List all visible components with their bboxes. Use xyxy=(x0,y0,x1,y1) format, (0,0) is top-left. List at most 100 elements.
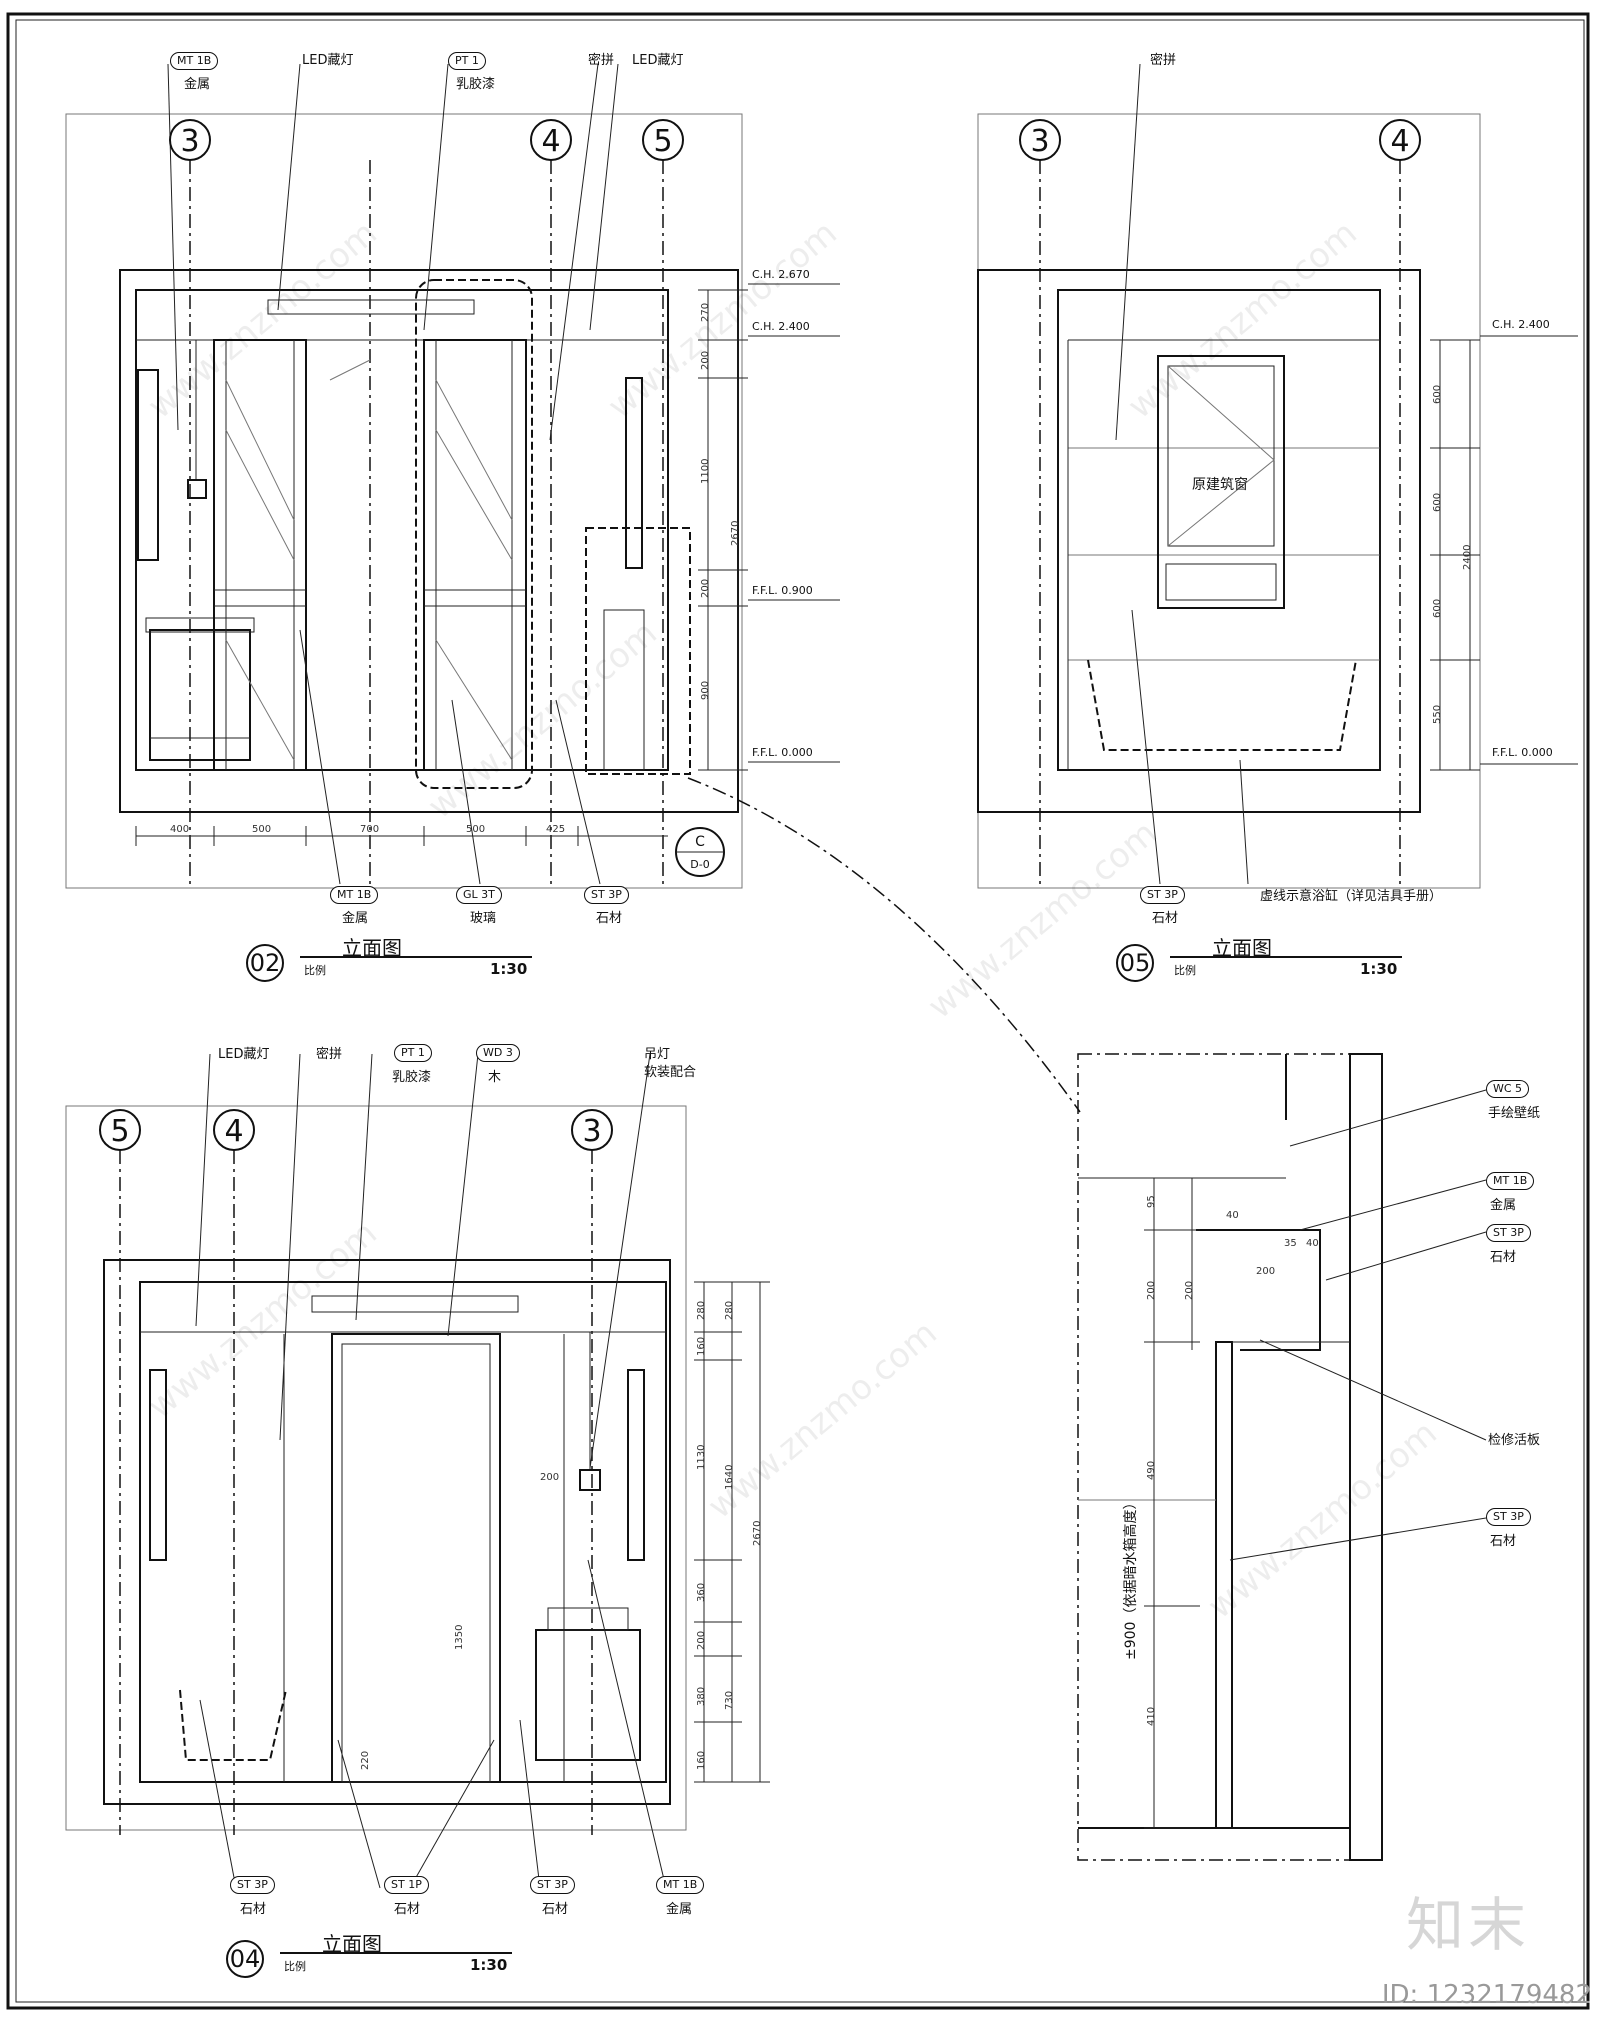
v05-bathtub-note: 虚线示意浴缸（详见洁具手册） xyxy=(1260,889,1443,904)
v04-dim-a-6: 160 xyxy=(696,1750,707,1770)
v02-dim-right-1: 200 xyxy=(700,350,711,370)
grid-bubble-5: 5 xyxy=(653,124,672,159)
v04-dim-a-2: 1130 xyxy=(696,1444,707,1470)
v04-wd3-name: 木 xyxy=(488,1070,502,1085)
v04-dim-b-1: 1640 xyxy=(724,1464,735,1490)
detail-st3p-b-name: 石材 xyxy=(1490,1534,1517,1549)
v05-window-note: 原建筑窗 xyxy=(1192,477,1248,493)
image-id: ID: 1232179482 xyxy=(1381,1980,1592,2010)
v04-pendant-note: 吊灯 xyxy=(644,1047,671,1062)
v05-seam-note: 密拼 xyxy=(1150,53,1177,68)
v02-dim-right-0: 270 xyxy=(700,302,711,322)
v05-dim-total: 2400 xyxy=(1462,544,1473,570)
v05-scale-value: 1:30 xyxy=(1360,960,1398,978)
v02-led-note: LED藏灯 xyxy=(302,53,354,68)
detail-mt1b: MT 1B xyxy=(1486,1172,1535,1190)
v02-view-number: 02 xyxy=(246,944,284,982)
v02-mt1b-top-name: 金属 xyxy=(184,77,211,92)
v02-st3p: ST 3P xyxy=(584,886,629,904)
detail-st3p-b: ST 3P xyxy=(1486,1508,1531,1526)
section-arc xyxy=(687,777,1081,1113)
v04-dim-a-1: 160 xyxy=(696,1336,707,1356)
v05-title-rule xyxy=(1170,956,1402,958)
v02-scale-value: 1:30 xyxy=(490,960,528,978)
detail-section xyxy=(1077,1053,1487,1861)
detail-dim-490: 490 xyxy=(1146,1460,1157,1480)
detail-dim-200-c: 200 xyxy=(1256,1266,1276,1277)
v04-seam-note: 密拼 xyxy=(316,1047,343,1062)
v05-scale-label: 比例 xyxy=(1174,964,1196,977)
v04-mt1b-name: 金属 xyxy=(666,1902,693,1917)
v02-p11-name: 乳胶漆 xyxy=(456,77,496,92)
v02-gl3t-name: 玻璃 xyxy=(470,911,497,926)
v02-dim-total: 2670 xyxy=(730,520,741,546)
v04-st1p: ST 1P xyxy=(384,1876,429,1894)
v02-led-note-2: LED藏灯 xyxy=(632,53,684,68)
v04-st3p-b-name: 石材 xyxy=(542,1902,569,1917)
v02-dim-bottom-0: 400 xyxy=(170,824,190,835)
v05-dim-right-1: 600 xyxy=(1432,492,1443,512)
v05-dim-right-3: 550 xyxy=(1432,704,1443,724)
detail-tank-note: ±900（依据暗水箱高度） xyxy=(1123,1495,1139,1660)
detail-mt1b-name: 金属 xyxy=(1490,1198,1517,1213)
v02-mt1b-top: MT 1B xyxy=(170,52,219,70)
v02-dim-right-2: 1100 xyxy=(700,458,711,484)
watermark-logo: 知末 xyxy=(1405,1891,1530,1959)
v02-level-ffl0900: F.F.L. 0.900 xyxy=(752,584,813,597)
detail-wc5: WC 5 xyxy=(1486,1080,1530,1098)
v02-seam-note: 密拼 xyxy=(588,53,615,68)
v02-dim-bottom-1: 500 xyxy=(252,824,272,835)
elevation-02: 3 4 5 C D-0 xyxy=(65,63,840,889)
v04-dim-b-0: 280 xyxy=(724,1300,735,1320)
v02-level-ch2670: C.H. 2.670 xyxy=(752,268,810,281)
v04-dim-a-3: 360 xyxy=(696,1582,707,1602)
detail-access-panel: 检修活板 xyxy=(1488,1433,1541,1448)
v02-dim-bottom-2: 700 xyxy=(360,824,380,835)
v04-inner-220: 220 xyxy=(360,1750,371,1770)
v05-dim-right-0: 600 xyxy=(1432,384,1443,404)
v02-title-rule xyxy=(300,956,532,958)
v05-level-ffl0000: F.F.L. 0.000 xyxy=(1492,746,1553,759)
v02-level-ffl0000: F.F.L. 0.000 xyxy=(752,746,813,759)
v05-view-number: 05 xyxy=(1116,944,1154,982)
v05-st3p: ST 3P xyxy=(1140,886,1185,904)
v02-level-ch2400: C.H. 2.400 xyxy=(752,320,810,333)
grid-bubble-4-v05: 4 xyxy=(1390,124,1409,159)
grid-bubble-5-v04: 5 xyxy=(110,1114,129,1149)
v02-mt1b-bottom-name: 金属 xyxy=(342,911,369,926)
detail-dim-35: 35 xyxy=(1284,1238,1297,1249)
v02-dim-right-3: 200 xyxy=(700,578,711,598)
v04-st3p-b: ST 3P xyxy=(530,1876,575,1894)
v04-wd3: WD 3 xyxy=(476,1044,520,1062)
detail-st3p-a: ST 3P xyxy=(1486,1224,1531,1242)
section-tag: C xyxy=(695,834,705,850)
v04-st1p-name: 石材 xyxy=(394,1902,421,1917)
v04-dim-a-5: 380 xyxy=(696,1686,707,1706)
detail-dim-40-b: 40 xyxy=(1306,1238,1319,1249)
v04-scale-value: 1:30 xyxy=(470,1956,508,1974)
v02-dim-bottom-4: 425 xyxy=(546,824,566,835)
v02-mt1b-bottom: MT 1B xyxy=(330,886,379,904)
v02-st3p-name: 石材 xyxy=(596,911,623,926)
v05-st3p-name: 石材 xyxy=(1152,911,1179,926)
grid-bubble-3-v04: 3 xyxy=(582,1114,601,1149)
v02-dim-bottom-3: 500 xyxy=(466,824,486,835)
detail-dim-200-b: 200 xyxy=(1184,1280,1195,1300)
v04-inner-200: 200 xyxy=(540,1472,560,1483)
grid-bubble-4: 4 xyxy=(541,124,560,159)
grid-bubble-3-v05: 3 xyxy=(1030,124,1049,159)
v04-dim-b-2: 730 xyxy=(724,1690,735,1710)
v04-view-number: 04 xyxy=(226,1940,264,1978)
detail-dim-410: 410 xyxy=(1146,1706,1157,1726)
v05-level-ch2400: C.H. 2.400 xyxy=(1492,318,1550,331)
v04-p11-name: 乳胶漆 xyxy=(392,1070,432,1085)
v02-dim-right-4: 900 xyxy=(700,680,711,700)
section-sheet: D-0 xyxy=(690,858,709,871)
detail-dim-200-a: 200 xyxy=(1146,1280,1157,1300)
v04-scale-label: 比例 xyxy=(284,1960,306,1973)
v04-st3p-a-name: 石材 xyxy=(240,1902,267,1917)
v04-title-rule xyxy=(280,1952,512,1954)
v04-led-note: LED藏灯 xyxy=(218,1047,270,1062)
v04-dim-a-0: 280 xyxy=(696,1300,707,1320)
detail-wc5-name: 手绘壁纸 xyxy=(1488,1106,1541,1121)
